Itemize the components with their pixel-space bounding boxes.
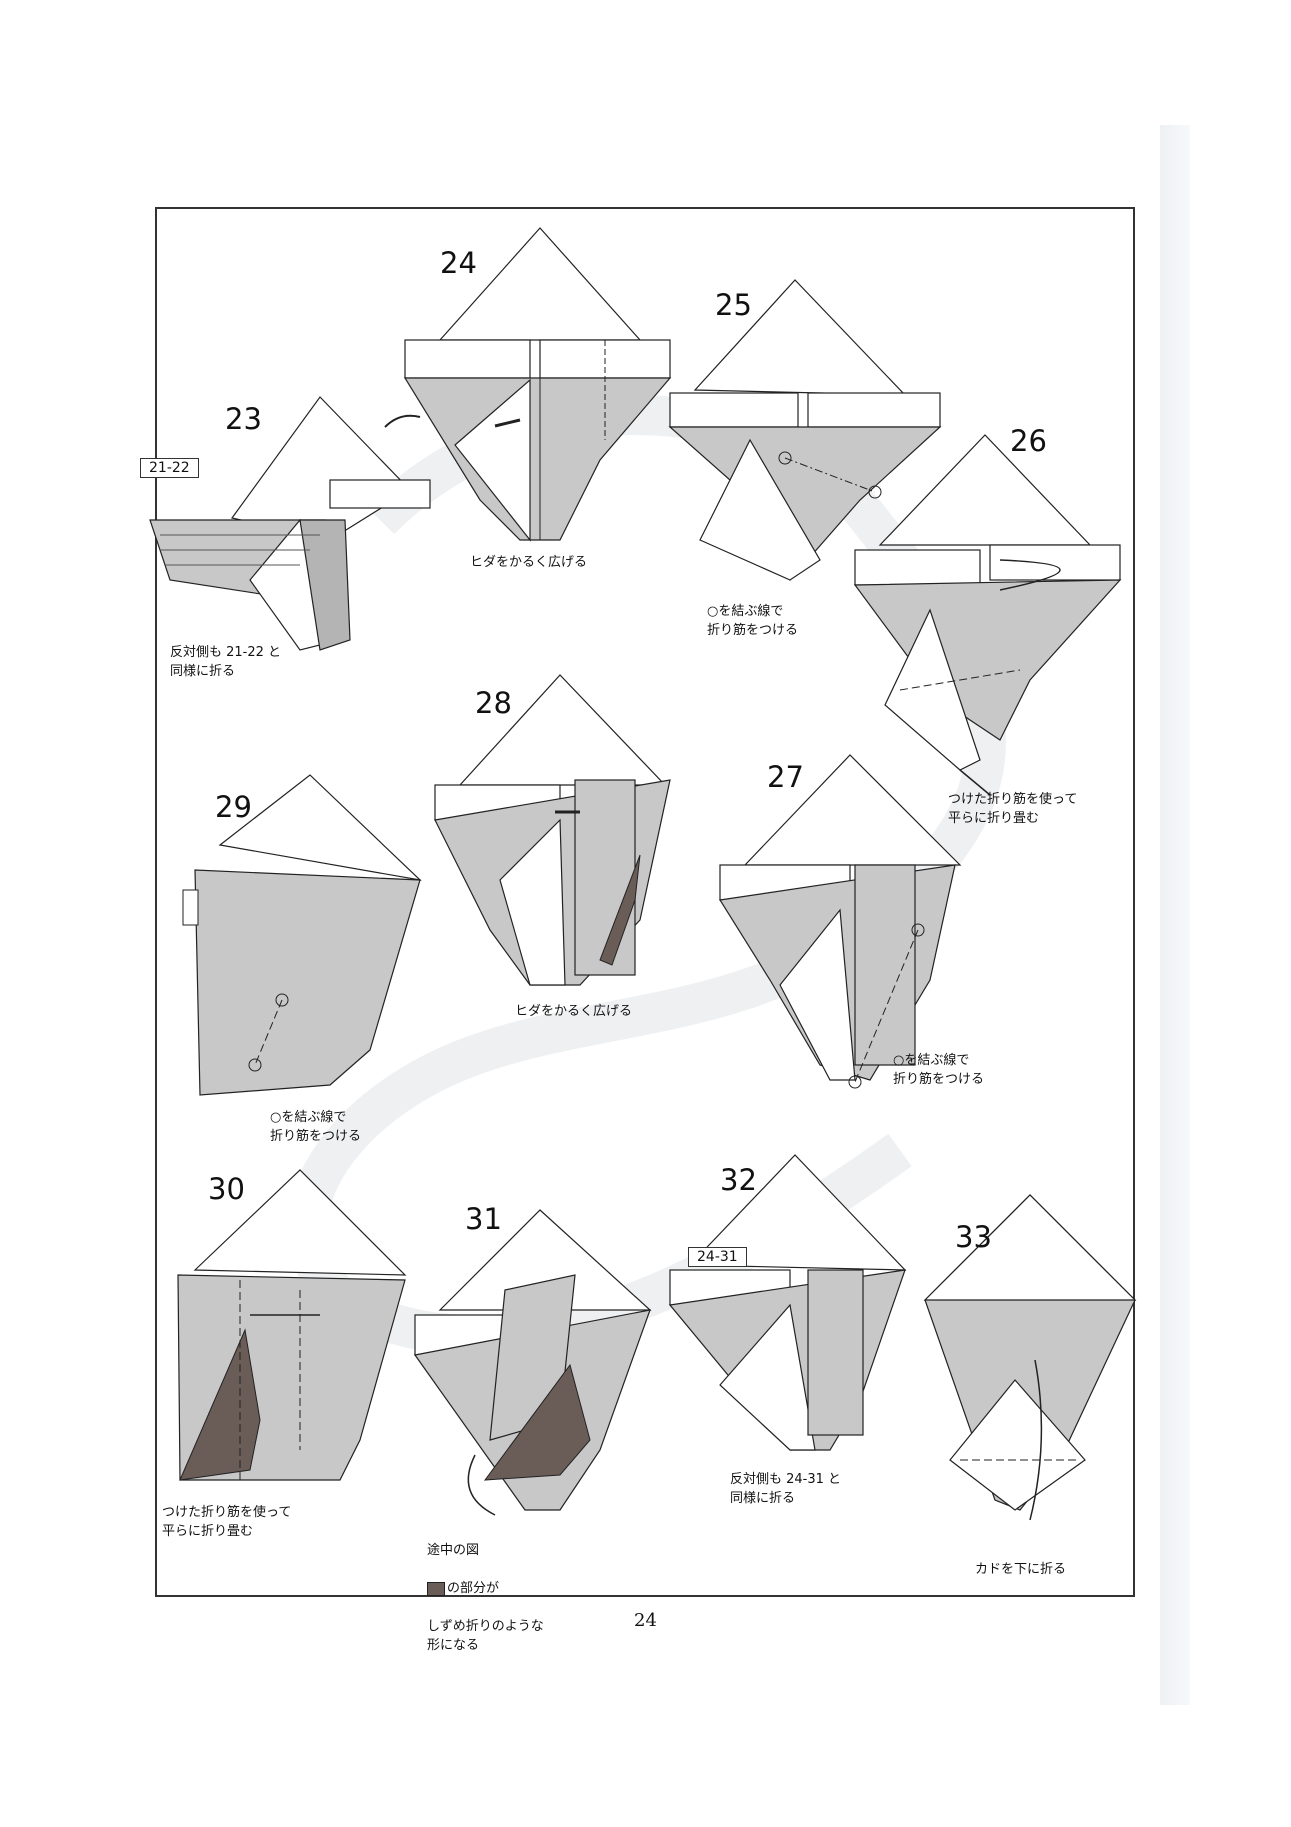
step-number-27: 27 [767,760,804,794]
caption-32: 反対側も 24-31 と 同様に折る [730,1470,841,1508]
caption-31: 途中の図 の部分が しずめ折りのような 形になる [427,1522,544,1655]
caption-28: ヒダをかるく広げる [515,1002,632,1021]
step-number-32: 32 [720,1163,757,1197]
step-number-28: 28 [475,686,512,720]
page-number: 24 [0,1610,1291,1631]
step-28-figure [435,675,670,985]
reference-box-23: 21-22 [140,458,199,478]
step-number-29: 29 [215,790,252,824]
step-number-30: 30 [208,1172,245,1206]
caption-30: つけた折り筋を使って 平らに折り畳む [162,1503,291,1541]
reference-box-32: 24-31 [688,1247,747,1267]
caption-25: ○を結ぶ線で 折り筋をつける [707,602,798,640]
caption-27: ○を結ぶ線で 折り筋をつける [893,1051,984,1089]
step-30-figure [178,1170,405,1480]
caption-33: カドを下に折る [975,1560,1066,1579]
step-number-25: 25 [715,288,752,322]
step-number-23: 23 [225,402,262,436]
caption-29: ○を結ぶ線で 折り筋をつける [270,1108,361,1146]
step-27-figure [720,755,960,1088]
step-31-figure [415,1210,650,1515]
step-32-figure [670,1155,905,1450]
step-number-26: 26 [1010,424,1047,458]
dark-fill-swatch [427,1582,445,1596]
caption-31-line1: 途中の図 [427,1543,479,1558]
caption-26: つけた折り筋を使って 平らに折り畳む [948,790,1077,828]
step-number-33: 33 [955,1220,992,1254]
caption-23: 反対側も 21-22 と 同様に折る [170,643,281,681]
step-number-31: 31 [465,1202,502,1236]
caption-24: ヒダをかるく広げる [470,553,587,572]
caption-31-line2: の部分が [447,1581,499,1596]
step-number-24: 24 [440,246,477,280]
